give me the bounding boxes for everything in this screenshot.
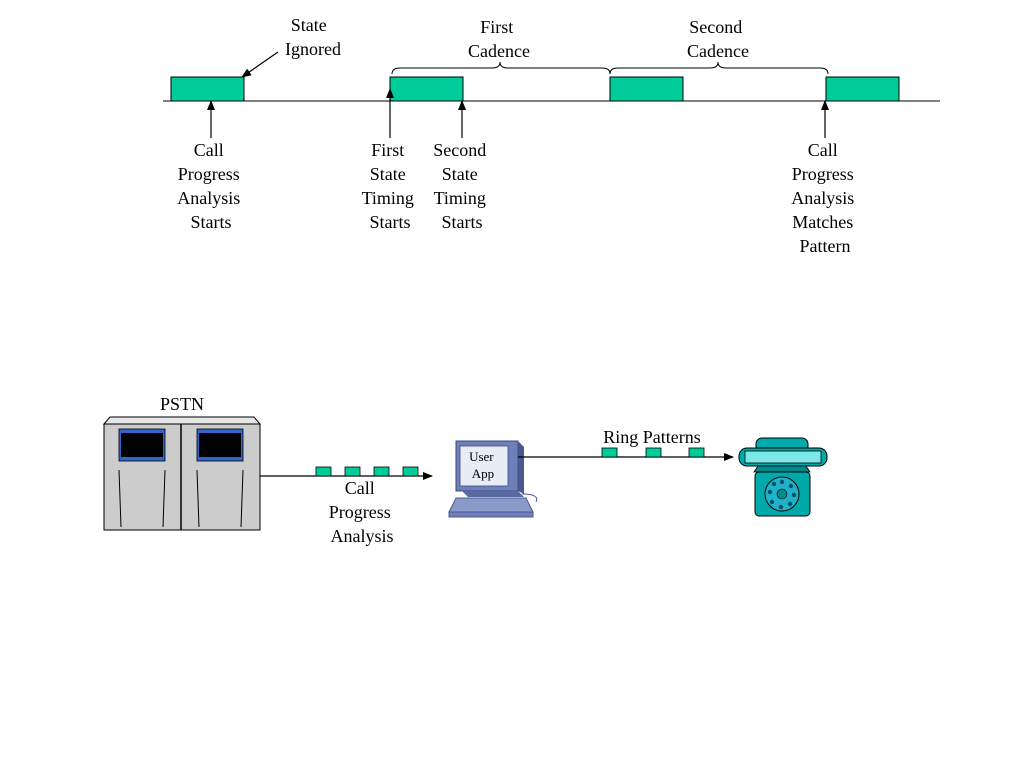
state-block-second <box>609 76 684 102</box>
timing-diagram: State Ignored First Cadence Second Caden… <box>163 15 940 256</box>
call-progress-pulse-3 <box>373 466 390 477</box>
pstn-label: PSTN <box>160 394 204 414</box>
call-progress-pulse-4 <box>402 466 419 477</box>
first-cadence-brace <box>391 61 611 75</box>
first-cadence-label: First Cadence <box>468 17 530 61</box>
network-diagram: PSTN Call Progress Analysis <box>102 394 828 546</box>
state-block-ignored <box>170 76 245 102</box>
analysis-matches-label: Call Progress Analysis Matches Pattern <box>791 140 859 256</box>
analysis-starts-label: Call Progress Analysis Starts <box>177 140 245 232</box>
pstn-switch-icon <box>102 416 262 531</box>
second-cadence-brace <box>609 61 829 75</box>
ring-pulse-3 <box>688 447 705 458</box>
state-block-first <box>389 76 464 102</box>
ring-pulse-1 <box>601 447 618 458</box>
computer-icon <box>448 440 538 518</box>
call-progress-pulse-1 <box>315 466 332 477</box>
ring-pulse-2 <box>645 447 662 458</box>
call-progress-pulse-2 <box>344 466 361 477</box>
telephone-icon <box>738 437 828 517</box>
state-block-third <box>825 76 900 102</box>
second-cadence-label: Second Cadence <box>687 17 749 61</box>
first-state-timing-label: First State Timing Starts <box>362 140 419 232</box>
second-state-timing-label: Second State Timing Starts <box>433 140 491 232</box>
ring-patterns-label: Ring Patterns <box>603 427 701 447</box>
call-progress-label: Call Progress Analysis <box>329 478 396 546</box>
user-app-label: User App <box>469 449 497 481</box>
state-ignored-arrow <box>241 51 279 78</box>
state-ignored-label: State Ignored <box>285 15 341 59</box>
